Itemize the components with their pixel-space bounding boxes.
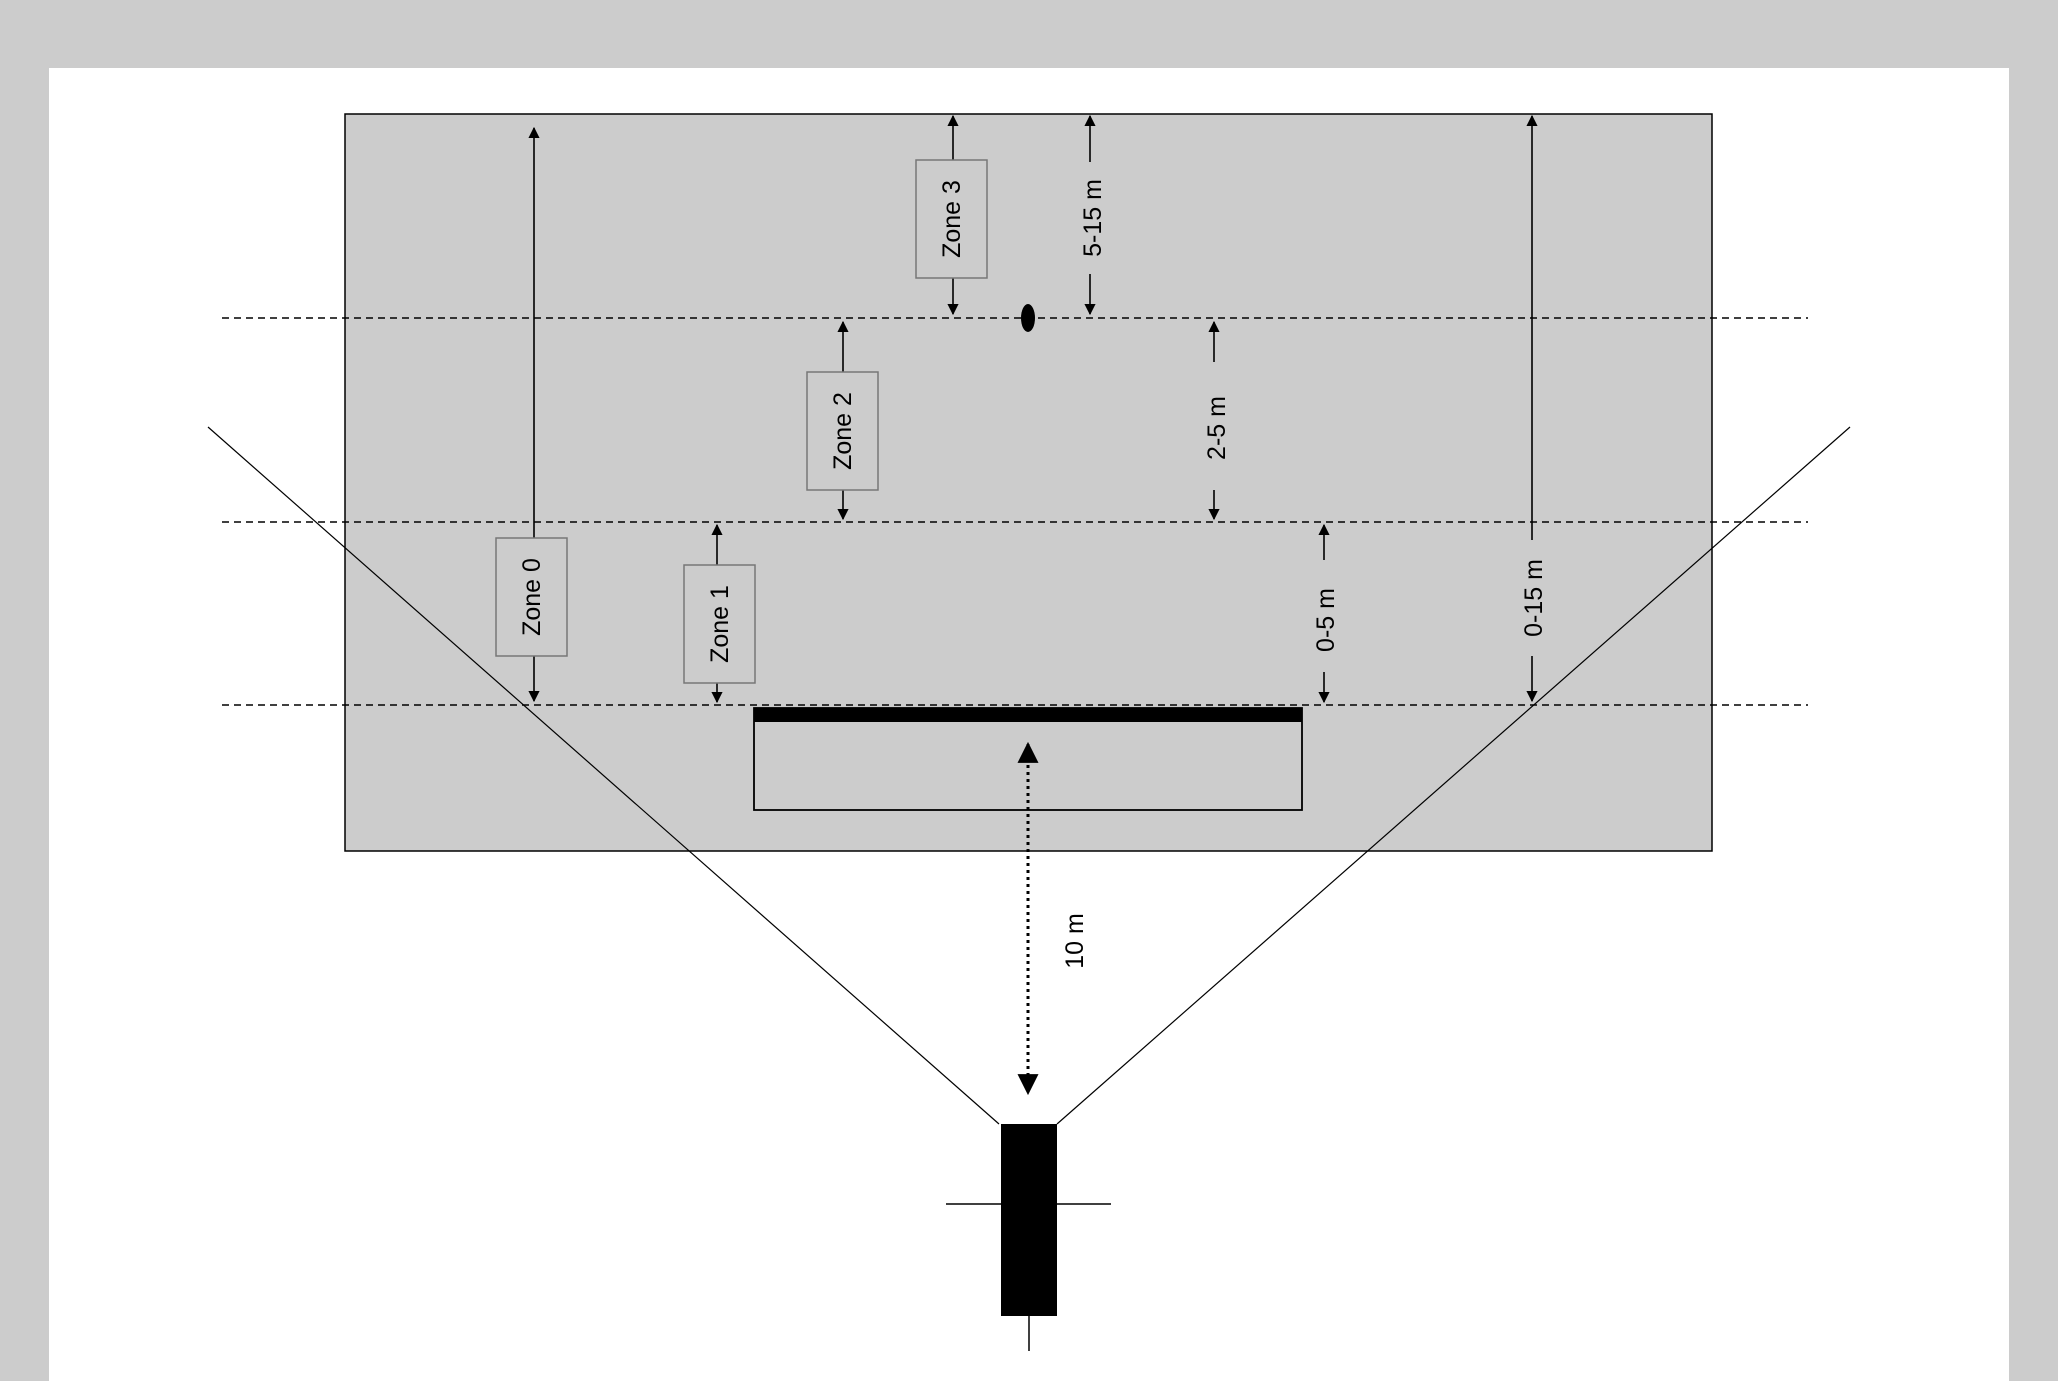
camera-field-of-view — [207, 426, 1851, 1125]
zone-2-label: Zone 2 — [829, 392, 857, 470]
range-0-5-label: 0-5 m — [1312, 588, 1340, 652]
zone-boundaries — [222, 317, 1808, 706]
field-area — [344, 113, 1713, 852]
camera-distance-label: 10 m — [1061, 913, 1089, 969]
zone-1-box — [683, 564, 756, 684]
range-0-15-label: 0-15 m — [1520, 559, 1548, 637]
zone-3-label: Zone 3 — [938, 180, 966, 258]
ball — [1021, 304, 1035, 332]
camera-icon — [946, 1124, 1111, 1351]
goal-line — [754, 708, 1302, 722]
range-2-5-label: 2-5 m — [1203, 396, 1231, 460]
fov-line-right — [1056, 426, 1851, 1125]
zone-2-box — [806, 371, 879, 491]
zone-3-box — [915, 159, 988, 279]
zone-0-box — [495, 537, 568, 657]
zone-1-label: Zone 1 — [706, 585, 734, 663]
zone-0-label: Zone 0 — [518, 558, 546, 636]
camera-body — [1001, 1124, 1057, 1316]
range-5-15-label: 5-15 m — [1079, 179, 1107, 257]
fov-line-left — [207, 426, 1000, 1125]
